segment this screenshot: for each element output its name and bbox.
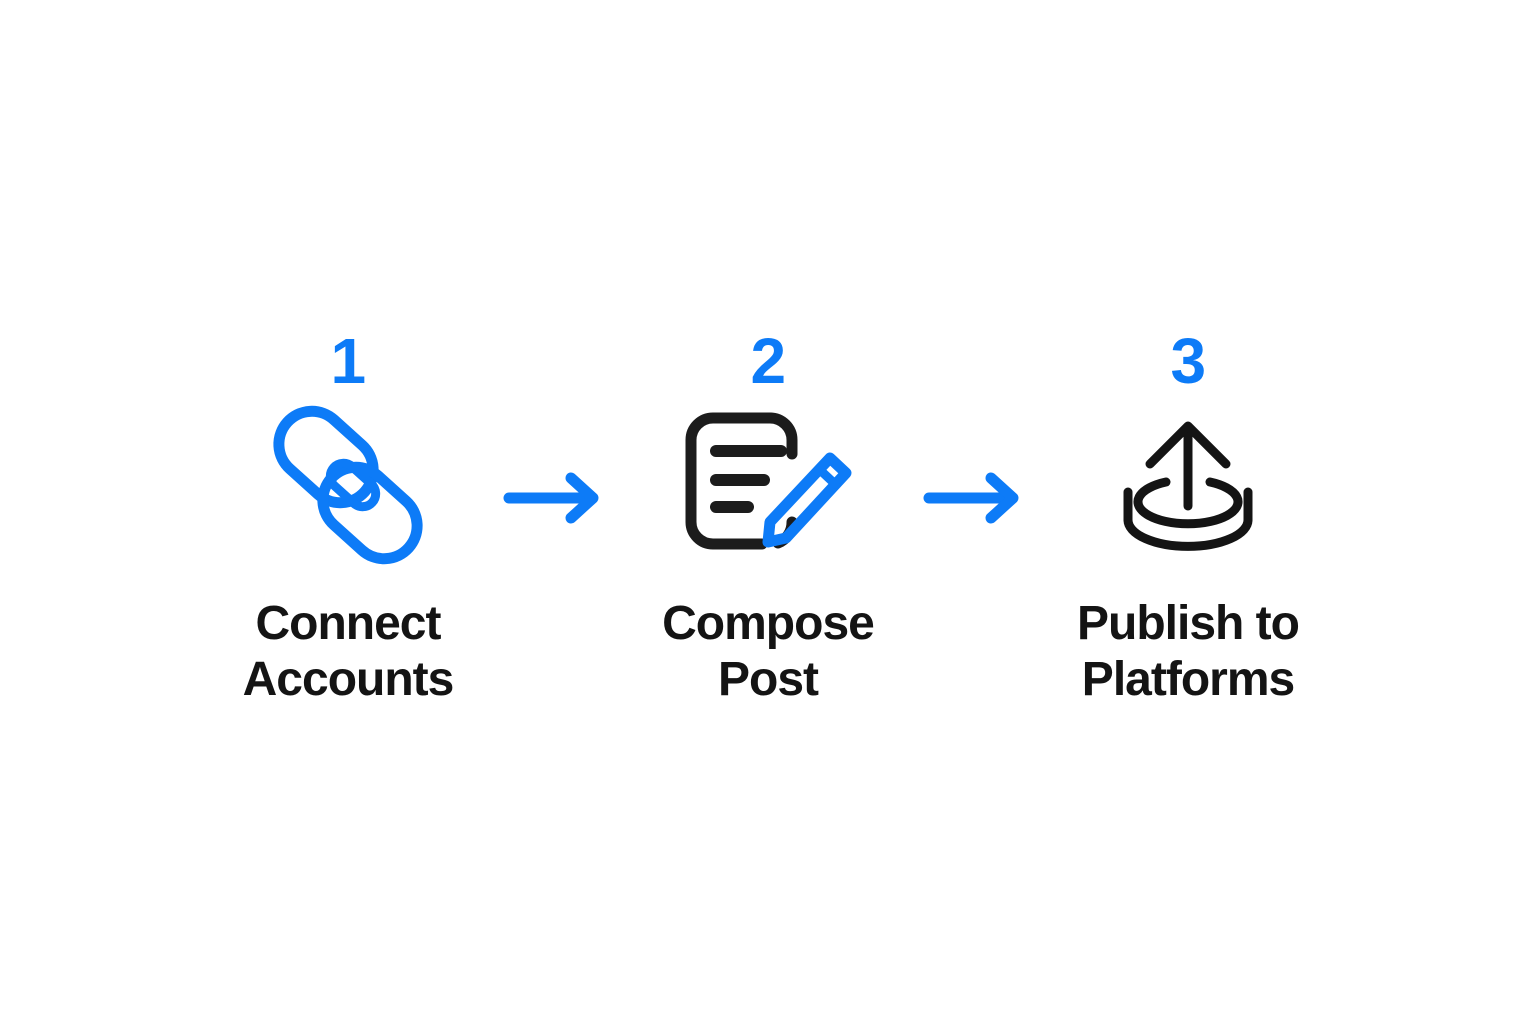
step-label-3: Publish to Platforms (1077, 597, 1300, 707)
process-step-1: 1 Connect Accounts (198, 0, 498, 708)
step-number-3: 3 (1170, 325, 1206, 397)
connector-2 (918, 0, 1038, 528)
link-chain-icon (258, 405, 438, 565)
step-label-2: Compose Post (662, 597, 875, 707)
step-number-2: 2 (750, 325, 786, 397)
process-step-2: 2 Compose Post (618, 0, 918, 708)
arrow-right-icon (923, 468, 1033, 528)
arrow-right-icon (503, 468, 613, 528)
step-label-1: Connect Accounts (242, 597, 455, 707)
document-pencil-icon (678, 410, 858, 560)
step-number-1: 1 (330, 325, 366, 397)
process-step-3: 3 Publish to Platforms (1038, 0, 1338, 708)
connector-1 (498, 0, 618, 528)
upload-cylinder-icon (1098, 410, 1278, 560)
